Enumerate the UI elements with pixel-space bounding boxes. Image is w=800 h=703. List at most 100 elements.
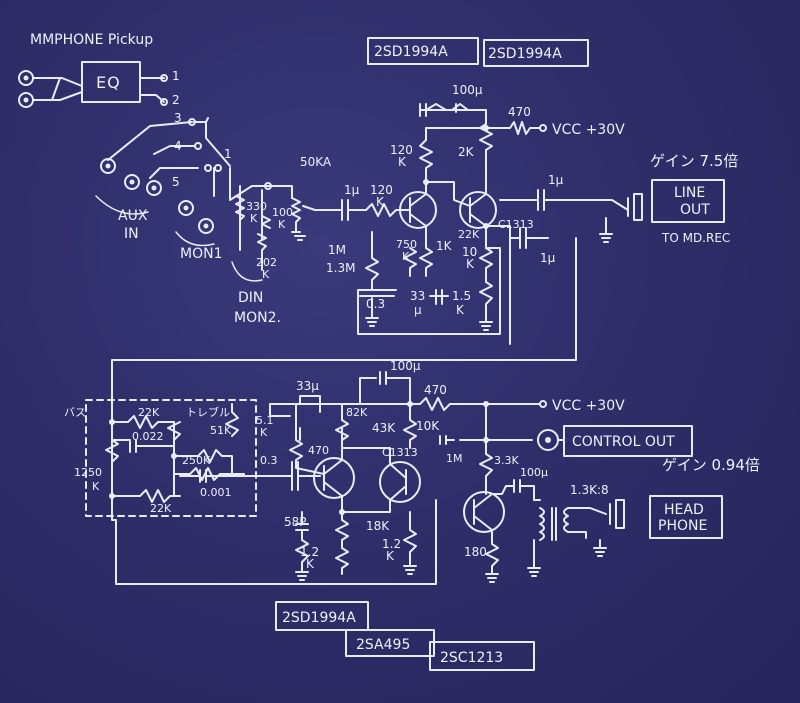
- r-750-label: 750: [396, 238, 417, 251]
- r-202k-label: 202: [256, 256, 277, 269]
- r-470b-label: 470: [308, 444, 329, 457]
- eq-block: [81, 61, 141, 103]
- sw2-pos4-label: 4: [174, 139, 182, 153]
- headphone-label-2: PHONE: [658, 518, 707, 534]
- q1-part-label: 2SD1994A: [374, 44, 448, 60]
- q2-part-box: [483, 39, 589, 67]
- to-md-rec-label: TO MD.REC: [661, 231, 730, 245]
- r-330k-label: 330: [246, 200, 267, 213]
- r-180-label: 180: [464, 545, 487, 559]
- r-22k-a-label: 22K: [138, 406, 160, 419]
- mm-phone-pickup-label: MMPHONE Pickup: [30, 32, 153, 48]
- r-12k-b2-label: K: [386, 549, 395, 563]
- headphone-jack: [609, 499, 625, 529]
- transistor-q4: [379, 461, 421, 503]
- r-10k-bot-label: 10K: [416, 419, 440, 433]
- r-1250b-label: K: [92, 480, 100, 493]
- gain-top-label: ゲイン 7.5倍: [650, 152, 738, 170]
- aux-label: AUX: [118, 208, 148, 224]
- mon1-jack-b: [198, 218, 214, 234]
- r-15k-label: 1.5: [452, 289, 471, 303]
- r-22k-top-label: 22K: [458, 228, 480, 241]
- r-18k-label: 18K: [366, 519, 390, 533]
- transistor-q5: [463, 491, 505, 533]
- q-bot1-part-box: [275, 601, 369, 631]
- line-out-label-2: OUT: [680, 202, 710, 218]
- transistor-q2: [459, 191, 497, 229]
- c-33u-top2-label: μ: [414, 303, 422, 317]
- sw2-pos1-label: 1: [224, 147, 232, 161]
- bass-label: バス: [64, 406, 86, 419]
- r-1k-label: 1K: [436, 239, 453, 253]
- line-out-label: LINE: [674, 185, 705, 201]
- phono-input-jack-2: [18, 92, 34, 108]
- r-100k2-label: K: [278, 218, 286, 231]
- r-22k-b-label: 22K: [150, 502, 172, 515]
- c-1u-in-label: 1μ: [344, 183, 360, 197]
- aux-in-jack-b: [124, 174, 140, 190]
- r-202k2-label: K: [262, 268, 270, 281]
- sw1-pos1-label: 1: [172, 69, 180, 83]
- c13-top-label: C1313: [498, 218, 534, 231]
- c-100u-bot-label: 100μ: [390, 359, 421, 373]
- line-out-box: [651, 179, 725, 223]
- gain-bot-label: ゲイン 0.94倍: [662, 456, 760, 474]
- vcc-bot-label: VCC +30V: [552, 398, 625, 414]
- control-out-box: [563, 425, 693, 457]
- control-out-label: CONTROL OUT: [572, 434, 675, 450]
- q-bot3-part-box: [429, 641, 535, 671]
- c-03-bot-label: 0.3: [260, 454, 278, 467]
- eq-label: EQ: [96, 73, 121, 92]
- q1-part-box: [367, 37, 479, 65]
- q-bot3-part-label: 2SC1213: [440, 650, 503, 666]
- pot-250k-label: 250K: [182, 454, 211, 467]
- sw1-pos2-label: 2: [172, 93, 180, 107]
- headphone-label: HEAD: [664, 502, 704, 518]
- r-13m-label: 1.3M: [326, 261, 355, 275]
- mon1-label: MON1: [180, 246, 222, 262]
- r-12k-a2-label: K: [306, 557, 315, 571]
- r-120k-b-label: 120: [390, 143, 413, 157]
- r-750b-label: K: [402, 250, 410, 263]
- c-33u-bot-label: 33μ: [296, 379, 319, 393]
- q2-part-label: 2SD1994A: [488, 46, 562, 62]
- r-120k-a-label: 120: [370, 183, 393, 197]
- r-120k-b2-label: K: [398, 155, 407, 169]
- q-bot2-part-label: 2SA495: [356, 637, 410, 653]
- r-10k-top2-label: K: [466, 257, 475, 271]
- c-100u-top-label: 100μ: [452, 83, 483, 97]
- c-58p-label: 58P: [284, 515, 307, 529]
- mon1-jack-a: [178, 200, 194, 216]
- r-12k-b-label: 1.2: [382, 537, 401, 551]
- r-330k2-label: K: [250, 212, 258, 225]
- aux-in-jack-a: [100, 158, 116, 174]
- sw2-pos3-label: 3: [174, 111, 182, 125]
- aux-in-jack-c: [146, 180, 162, 196]
- r-43k-label: 43K: [372, 421, 396, 435]
- c-03-top-label: 0.3: [366, 297, 385, 311]
- line-out-jack: [627, 193, 643, 221]
- headphone-box: [649, 495, 723, 539]
- c-1u-a-label: 1μ: [548, 173, 564, 187]
- aux-in-label: IN: [124, 226, 139, 242]
- transformer-label: 1.3K:8: [570, 483, 609, 497]
- r-470-bot-label: 470: [424, 383, 447, 397]
- mon2-label: MON2.: [234, 310, 281, 326]
- r-10k-top-label: 10: [462, 245, 477, 259]
- pot-50ka-label: 50KA: [300, 155, 332, 169]
- c-1u-b-label: 1μ: [540, 251, 556, 265]
- c13-bot-label: C1313: [382, 446, 418, 459]
- sw2-pos5-label: 5: [172, 175, 180, 189]
- r-1250-label: 1250: [74, 466, 102, 479]
- phono-input-jack-1: [18, 70, 34, 86]
- r-15k2-label: K: [456, 303, 465, 317]
- c-1u-bot-label: 1M: [446, 452, 463, 465]
- c-0022-label: 0.022: [132, 430, 164, 443]
- r-470-top-label: 470: [508, 105, 531, 119]
- r-100k-label: 100: [272, 206, 293, 219]
- r-51k2-label: 5.1: [256, 414, 274, 427]
- r-2k-top-label: 2K: [458, 145, 475, 159]
- din-label: DIN: [238, 290, 263, 306]
